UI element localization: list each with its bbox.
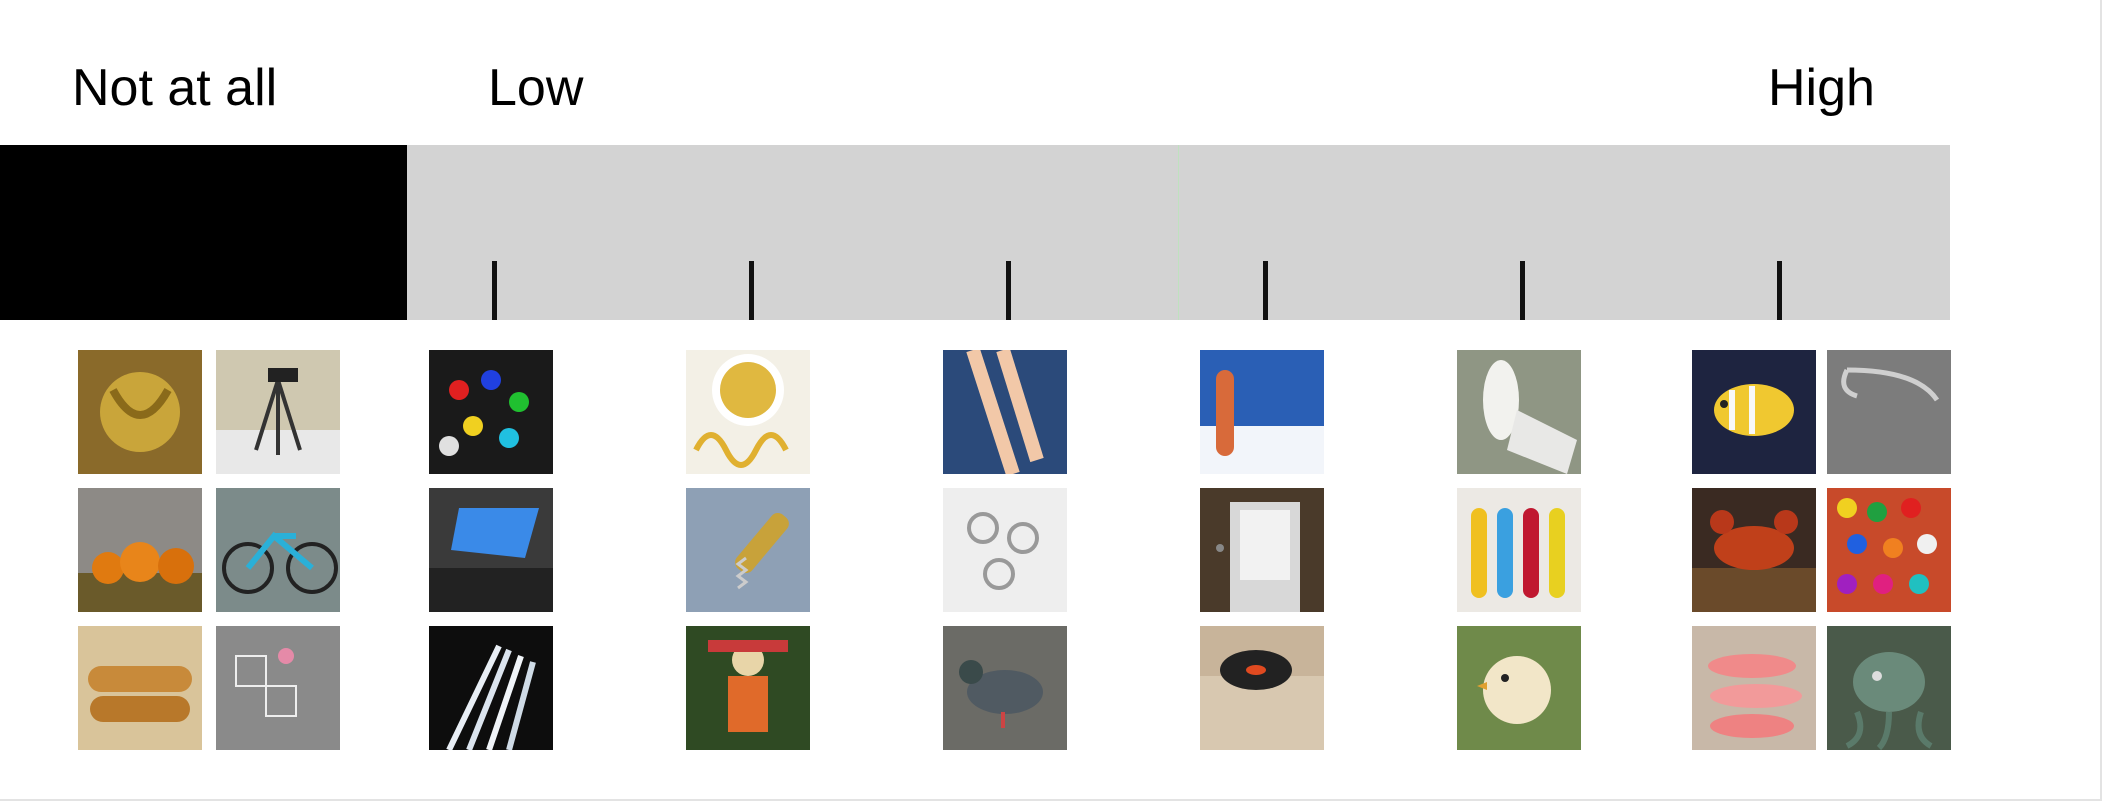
lobster-icon: [1692, 488, 1816, 612]
pushpins-icon: [429, 350, 553, 474]
mustard-icon: [686, 350, 810, 474]
stimulus-image: [943, 626, 1067, 750]
shrimp-icon: [1692, 626, 1816, 750]
not-at-all-region[interactable]: [0, 145, 407, 320]
tripod-icon: [216, 350, 340, 474]
stimulus-image: [1457, 488, 1581, 612]
jellybeans-icon: [1827, 488, 1951, 612]
door-icon: [1200, 488, 1324, 612]
label-high: High: [1768, 59, 1875, 117]
clasps-icon: [943, 488, 1067, 612]
hook-icon: [1827, 350, 1951, 474]
corkscrew-icon: [686, 488, 810, 612]
pumpkins-icon: [78, 488, 202, 612]
scale-tick: [492, 261, 497, 320]
label-not-at-all: Not at all: [72, 59, 278, 117]
stimulus-image: [1692, 488, 1816, 612]
stimulus-image: [78, 488, 202, 612]
stimulus-image: [686, 626, 810, 750]
test-tubes-icon: [1457, 488, 1581, 612]
stimulus-image: [1457, 350, 1581, 474]
snowboard-icon: [1200, 350, 1324, 474]
sunroof-icon: [429, 488, 553, 612]
stimulus-image: [1827, 488, 1951, 612]
stimulus-image: [216, 350, 340, 474]
stimulus-image: [1200, 350, 1324, 474]
scale-midline: [1178, 145, 1179, 320]
stimulus-image: [1827, 350, 1951, 474]
stimulus-image: [429, 626, 553, 750]
scale-tick: [1263, 261, 1268, 320]
fish-icon: [1692, 350, 1816, 474]
bread-icon: [78, 626, 202, 750]
chick-icon: [1457, 626, 1581, 750]
scale-tick: [749, 261, 754, 320]
stimulus-image: [429, 350, 553, 474]
stimulus-image: [78, 626, 202, 750]
stimulus-image: [1457, 626, 1581, 750]
hopscotch-icon: [216, 626, 340, 750]
pigeon-icon: [943, 626, 1067, 750]
label-low: Low: [488, 59, 584, 117]
rating-scale[interactable]: [0, 145, 1950, 320]
scale-tick: [1520, 261, 1525, 320]
stimulus-image: [1692, 350, 1816, 474]
stimulus-image: [1200, 626, 1324, 750]
turntable-icon: [1200, 626, 1324, 750]
stimulus-image: [429, 488, 553, 612]
bandage-icon: [1457, 350, 1581, 474]
stimulus-image: [686, 488, 810, 612]
stimulus-image: [943, 350, 1067, 474]
octopus-icon: [1827, 626, 1951, 750]
stimulus-image: [216, 626, 340, 750]
stimulus-image: [78, 350, 202, 474]
straws-icon: [429, 626, 553, 750]
stimulus-image: [943, 488, 1067, 612]
scale-tick: [1006, 261, 1011, 320]
bicycle-icon: [216, 488, 340, 612]
stimulus-image: [216, 488, 340, 612]
scarecrow-icon: [686, 626, 810, 750]
bananas-icon: [78, 350, 202, 474]
stimulus-image: [1827, 626, 1951, 750]
lanyard-icon: [943, 350, 1067, 474]
stimulus-image: [1200, 488, 1324, 612]
stimulus-image: [686, 350, 810, 474]
stimulus-image: [1692, 626, 1816, 750]
scale-tick: [1777, 261, 1782, 320]
